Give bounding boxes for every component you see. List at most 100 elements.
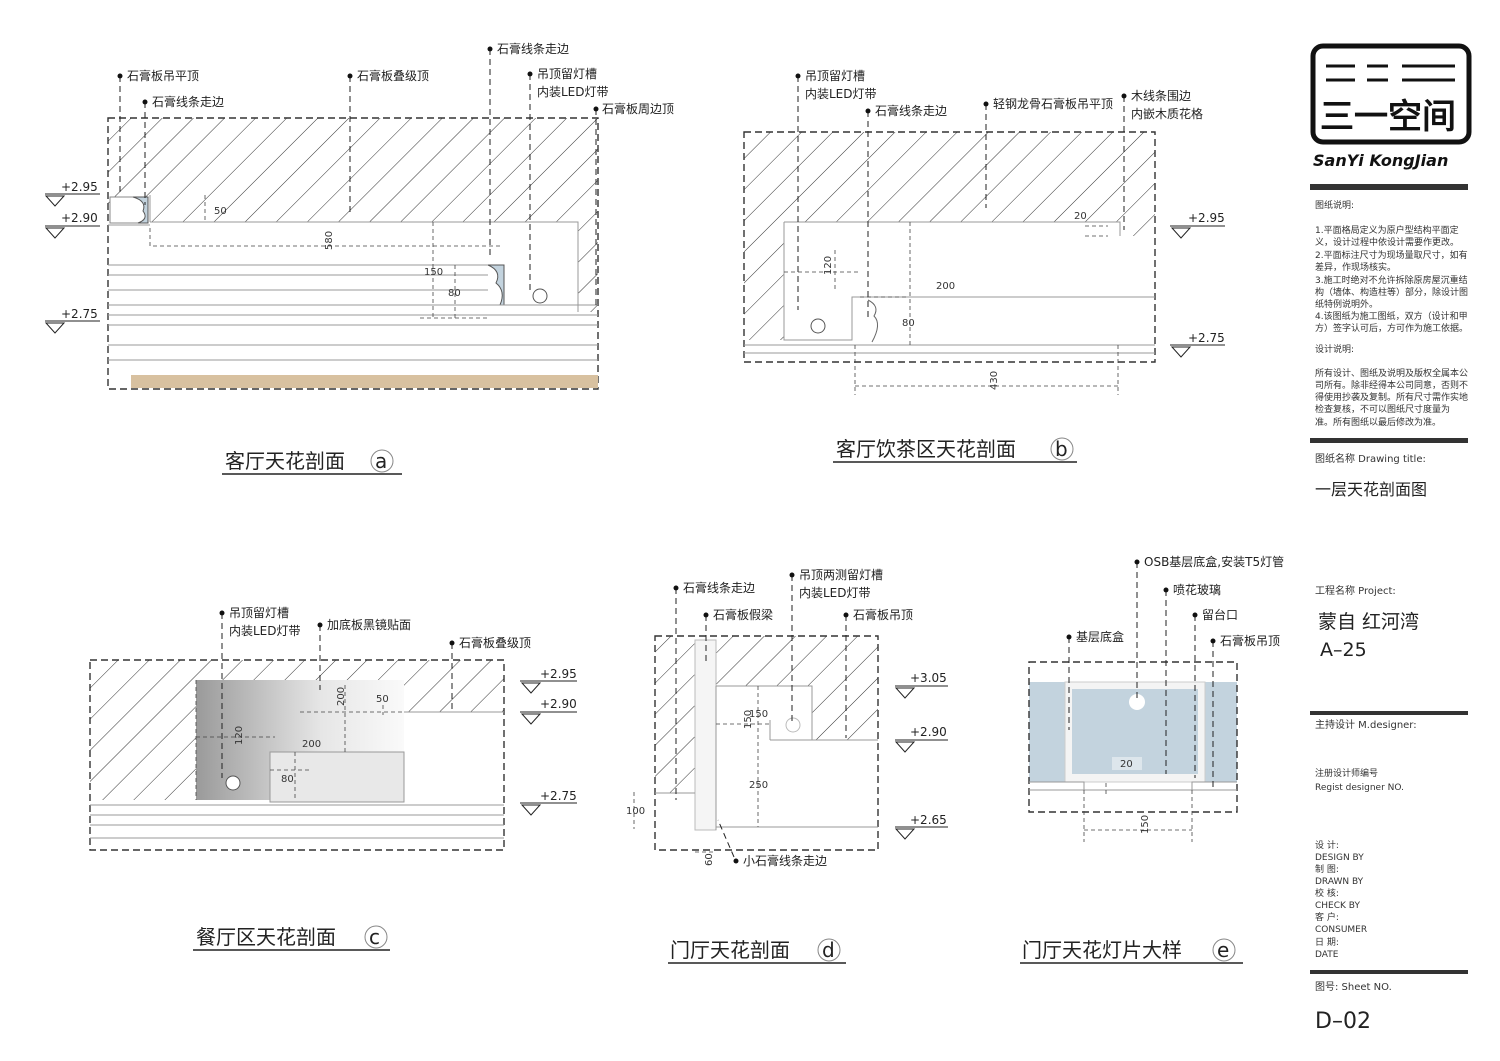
dimension: 50 [214, 206, 227, 217]
dimension: 50 [376, 694, 389, 705]
dimension: 20 [1074, 211, 1087, 222]
svg-text:+2.75: +2.75 [61, 307, 98, 321]
svg-text:4.该图纸为施工图纸，双方（设计和甲: 4.该图纸为施工图纸，双方（设计和甲 [1315, 310, 1468, 322]
section-title: 客厅饮茶区天花剖面 [836, 437, 1016, 461]
svg-text:准。所有图纸以最后修改为准。: 准。所有图纸以最后修改为准。 [1315, 416, 1441, 428]
svg-text:检查复核，不可以图纸尺寸度量为: 检查复核，不可以图纸尺寸度量为 [1315, 403, 1450, 415]
logo-text: SanYi KongJian [1313, 151, 1448, 170]
callout-label: 基层底盒 [1076, 629, 1124, 644]
section-frame [107, 117, 599, 390]
svg-text:+3.05: +3.05 [910, 671, 947, 685]
callout-label: 内装LED灯带 [537, 85, 609, 99]
section-letter: d [822, 938, 835, 962]
callout-label: 木线条围边 [1131, 89, 1191, 103]
svg-text:3.施工时绝对不允许拆除原房屋沉重结: 3.施工时绝对不允许拆除原房屋沉重结 [1315, 274, 1468, 286]
svg-text:得使用抄袭及复制。所有尺寸需作实地: 得使用抄袭及复制。所有尺寸需作实地 [1315, 391, 1468, 403]
notes-heading: 图纸说明: [1315, 199, 1354, 211]
section-title: 客厅天花剖面 [225, 449, 345, 473]
svg-text:日 期:: 日 期: [1315, 937, 1339, 948]
m-designer-label: 主持设计 M.designer: [1315, 718, 1417, 731]
svg-text:+2.95: +2.95 [540, 667, 577, 681]
callout-label: 加底板黑镜贴面 [327, 617, 411, 632]
dimension: 150 [749, 709, 768, 720]
callout-label: 石膏板假梁 [713, 607, 773, 622]
svg-text:纸特例说明外。: 纸特例说明外。 [1315, 298, 1378, 310]
dimension: 120 [234, 726, 245, 745]
svg-text:校 核:: 校 核: [1315, 887, 1339, 899]
section-d: 石膏线条走边 石膏板假梁 吊顶两测留灯槽 内装LED灯带 石膏板吊顶 小石膏线条… [626, 568, 948, 964]
design-heading: 设计说明: [1315, 343, 1354, 355]
regist-label: 注册设计师编号 [1315, 767, 1378, 779]
callout-label: 吊顶留灯槽 [537, 67, 597, 81]
level-markers: +3.05 +2.90 +2.65 [895, 671, 948, 840]
section-title: 餐厅区天花剖面 [196, 925, 336, 949]
section-letter: e [1217, 938, 1229, 962]
project-code: A–25 [1320, 639, 1367, 661]
design-notes: 所有设计、图纸及说明及版权全属本公 司所有。除非经得本公司同意，否则不 得使用抄… [1315, 367, 1468, 428]
callout-label: 留台口 [1202, 607, 1238, 622]
callout-label: 内装LED灯带 [799, 586, 871, 600]
svg-text:2.平面标注尺寸为现场量取尺寸，如有: 2.平面标注尺寸为现场量取尺寸，如有 [1315, 249, 1468, 261]
company-logo: 三一空间 SanYi KongJian [1310, 43, 1472, 170]
callout-label: 吊顶留灯槽 [805, 69, 865, 83]
section-a: 石膏板吊平顶 石膏线条走边 石膏板叠级顶 石膏线条走边 吊顶留灯槽 内装LED灯… [45, 41, 674, 475]
dimension: 80 [902, 318, 915, 329]
drawing-title-label: 图纸名称 Drawing title: [1315, 452, 1426, 465]
svg-text:所有设计、图纸及说明及版权全属本公: 所有设计、图纸及说明及版权全属本公 [1315, 367, 1468, 379]
callout-label: 内嵌木质花格 [1131, 106, 1203, 121]
regist-label-en: Regist designer NO. [1315, 783, 1404, 793]
callout-label: 吊顶留灯槽 [229, 606, 289, 620]
section-letter: a [375, 449, 387, 473]
svg-text:+2.90: +2.90 [910, 725, 947, 739]
svg-text:客 户:: 客 户: [1315, 911, 1339, 923]
dimension: 200 [936, 281, 955, 292]
svg-text:CHECK BY: CHECK BY [1315, 901, 1360, 911]
section-e: OSB基层底盒,安装T5灯管 喷花玻璃 留台口 基层底盒 石膏板吊顶 20 15… [1020, 554, 1284, 964]
callout-label: 石膏板吊顶 [853, 607, 913, 622]
section-frame [89, 659, 505, 851]
section-title: 门厅天花剖面 [670, 938, 790, 962]
section-letter: c [369, 925, 380, 949]
level-markers: +2.95 +2.90 +2.75 [520, 667, 577, 816]
dimension: 150 [424, 267, 443, 278]
svg-text:制 图:: 制 图: [1315, 863, 1339, 875]
svg-text:差异，作现场核实。: 差异，作现场核实。 [1315, 261, 1396, 273]
svg-text:CONSUMER: CONSUMER [1315, 925, 1367, 935]
dimension: 580 [324, 231, 335, 250]
svg-text:司所有。除非经得本公司同意，否则不: 司所有。除非经得本公司同意，否则不 [1315, 379, 1468, 391]
callout-label: 石膏板吊平顶 [127, 68, 199, 83]
role-fields: 设 计: DESIGN BY 制 图: DRAWN BY 校 核: CHECK … [1315, 839, 1367, 960]
svg-text:构（墙体、构造柱等）部分，除设计图: 构（墙体、构造柱等）部分，除设计图 [1315, 286, 1468, 298]
svg-text:+2.95: +2.95 [61, 180, 98, 194]
title-block: 三一空间 SanYi KongJian 图纸说明: 1.平面格局定义为原户型结构… [1310, 43, 1472, 1034]
svg-text:+2.90: +2.90 [61, 211, 98, 225]
section-frame [743, 131, 1156, 363]
section-title: 门厅天花灯片大样 [1022, 938, 1182, 962]
callout-label: 石膏板叠级顶 [459, 635, 531, 650]
dimension: 250 [749, 780, 768, 791]
dimension: 60 [704, 853, 715, 866]
callout-label: 石膏板叠级顶 [357, 68, 429, 83]
section-b: 吊顶留灯槽 内装LED灯带 石膏线条走边 轻钢龙骨石膏板吊平顶 木线条围边 内嵌… [743, 69, 1225, 463]
dimension: 120 [823, 256, 834, 275]
callout-label: 轻钢龙骨石膏板吊平顶 [993, 96, 1113, 111]
dimension: 150 [1140, 815, 1151, 834]
project-label: 工程名称 Project: [1315, 584, 1396, 597]
callout-label: 石膏线条走边 [683, 580, 755, 595]
svg-text:DESIGN BY: DESIGN BY [1315, 853, 1364, 863]
callout-label: 喷花玻璃 [1173, 582, 1221, 597]
svg-text:三一空间: 三一空间 [1320, 97, 1456, 137]
callout-label: 石膏板吊顶 [1220, 633, 1280, 648]
structure-hatch [108, 118, 598, 222]
svg-text:+2.75: +2.75 [1188, 331, 1225, 345]
callout-label: 内装LED灯带 [805, 87, 877, 101]
dimension: 200 [336, 687, 347, 706]
sheet-number: D–02 [1315, 1009, 1371, 1034]
section-letter: b [1055, 437, 1068, 461]
section-c: 吊顶留灯槽 内装LED灯带 加底板黑镜贴面 石膏板叠级顶 50 200 120 … [89, 606, 577, 951]
callout-label: 石膏线条走边 [497, 41, 569, 56]
callout-label: 小石膏线条走边 [743, 853, 827, 868]
dimension: 80 [448, 288, 461, 299]
svg-text:+2.65: +2.65 [910, 813, 947, 827]
dimension: 80 [281, 774, 294, 785]
